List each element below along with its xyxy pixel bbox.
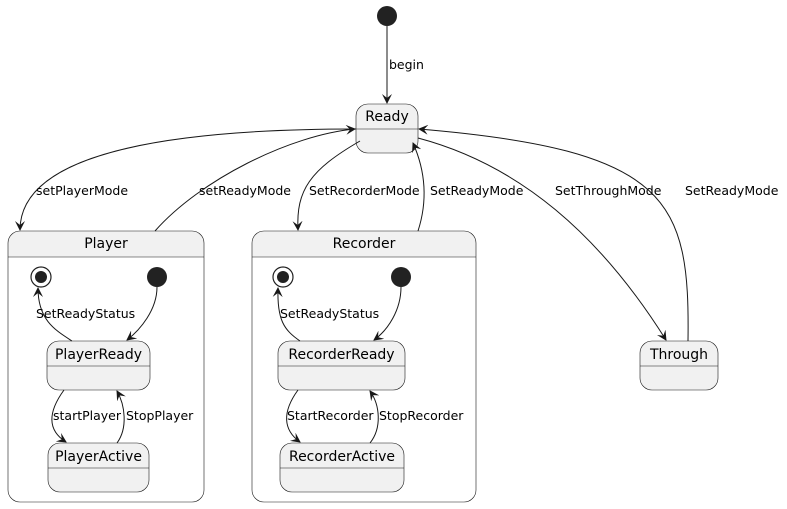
transition-stop-player [116, 390, 126, 444]
transition-start-recorder [286, 389, 301, 443]
state-recorder-ready[interactable]: RecorderReady [277, 340, 406, 391]
state-through-label: Through [649, 347, 708, 363]
state-player-ready[interactable]: PlayerReady [46, 340, 151, 391]
transition-start-player [51, 389, 67, 443]
transition-set-ready-mode-recorder-label: SetReadyMode [430, 183, 524, 198]
state-player-active-label: PlayerActive [55, 449, 142, 465]
transition-set-player-mode [15, 128, 357, 231]
transition-set-through-mode-label: SetThroughMode [555, 183, 662, 198]
transition-recorder-set-ready-status [272, 287, 301, 342]
state-ready[interactable]: Ready [355, 103, 419, 154]
transition-set-recorder-mode [292, 140, 361, 231]
transition-set-ready-mode-player-label: setReadyMode [199, 183, 291, 198]
player-end-state [30, 266, 52, 288]
transition-set-ready-mode-through-label: SetReadyMode [685, 183, 779, 198]
transition-set-through-mode [417, 137, 667, 341]
composite-player-title: Player [84, 236, 128, 252]
transition-stop-recorder [369, 390, 380, 444]
recorder-initial-state [391, 267, 411, 287]
transition-set-recorder-mode-label: SetRecorderMode [309, 183, 420, 198]
transition-set-ready-mode-through [418, 124, 689, 342]
transition-start-player-label: startPlayer [53, 408, 122, 423]
state-recorder-active-label: RecorderActive [289, 449, 395, 465]
composite-state-recorder[interactable]: Recorder [251, 230, 477, 503]
state-player-ready-label: PlayerReady [55, 347, 142, 363]
transition-begin-label: begin [389, 57, 424, 72]
player-initial-state [147, 267, 167, 287]
transition-player-start [126, 286, 158, 341]
state-recorder-active[interactable]: RecorderActive [279, 442, 405, 493]
state-player-active[interactable]: PlayerActive [47, 442, 150, 493]
state-through[interactable]: Through [639, 340, 719, 391]
composite-recorder-title: Recorder [333, 236, 396, 252]
transition-stop-player-label: StopPlayer [126, 408, 194, 423]
transition-set-ready-mode-player [154, 124, 356, 232]
state-ready-label: Ready [365, 109, 408, 125]
initial-state [377, 6, 397, 26]
state-recorder-ready-label: RecorderReady [288, 347, 394, 363]
transition-set-player-mode-label: setPlayerMode [36, 183, 128, 198]
transition-recorder-start [373, 286, 402, 341]
transition-recorder-set-ready-status-label: SetReadyStatus [280, 306, 379, 321]
transition-stop-recorder-label: StopRecorder [379, 408, 464, 423]
transition-player-set-ready-status-label: SetReadyStatus [36, 306, 135, 321]
transition-set-ready-mode-recorder [412, 142, 425, 232]
recorder-end-state [272, 266, 294, 288]
transition-start-recorder-label: StartRecorder [287, 408, 374, 423]
transition-player-set-ready-status [33, 287, 73, 342]
composite-state-player[interactable]: Player [7, 230, 205, 503]
